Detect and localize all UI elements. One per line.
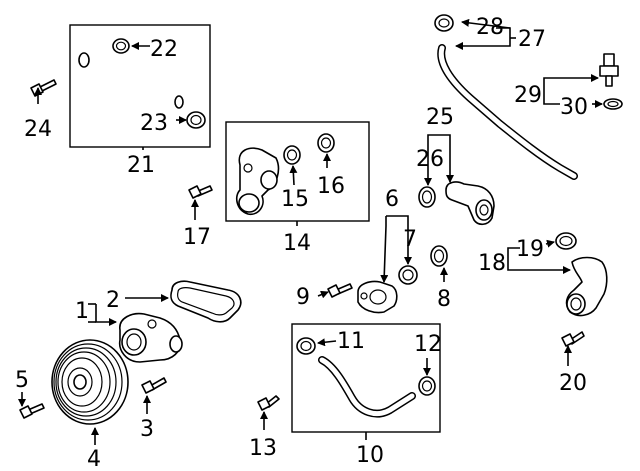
o-ring-icon — [434, 14, 454, 32]
bolt-icon — [30, 79, 57, 97]
bolt-icon — [19, 403, 45, 419]
o-ring-icon — [555, 232, 577, 250]
callout-13: 13 — [249, 436, 277, 461]
o-ring-icon — [430, 245, 448, 267]
hose-icon — [437, 44, 578, 180]
bolt-icon — [327, 283, 353, 298]
callout-6: 6 — [385, 187, 399, 212]
callout-12: 12 — [414, 332, 442, 357]
o-ring-icon — [418, 186, 436, 208]
bolt-icon — [188, 185, 213, 199]
outlet-icon — [235, 147, 280, 216]
callout-19: 19 — [516, 237, 544, 262]
gasket-icon — [170, 280, 242, 323]
callout-23: 23 — [140, 111, 168, 136]
bolt-icon — [141, 377, 167, 394]
callout-8: 8 — [437, 287, 451, 312]
o-ring-icon — [186, 111, 206, 129]
group-box-21 — [69, 24, 211, 148]
outlet-icon — [565, 256, 608, 317]
callout-labels: 24 22 23 21 17 15 16 14 1 2 5 3 4 13 9 6… — [15, 15, 588, 471]
bolt-icon — [561, 331, 585, 347]
callout-2: 2 — [106, 288, 120, 313]
callout-18: 18 — [478, 251, 506, 276]
coolant-tube-icon — [318, 356, 416, 418]
callout-11: 11 — [337, 329, 365, 354]
callout-15: 15 — [281, 187, 309, 212]
callout-21: 21 — [127, 153, 155, 178]
o-ring-icon — [296, 337, 316, 355]
water-pump-icon — [118, 312, 183, 363]
o-ring-icon — [317, 133, 335, 153]
callout-14: 14 — [283, 231, 311, 256]
callout-28: 28 — [476, 15, 504, 40]
callout-7: 7 — [403, 227, 417, 252]
callout-24: 24 — [24, 117, 52, 142]
callout-30: 30 — [560, 95, 588, 120]
sensor-icon — [599, 53, 619, 87]
o-ring-icon — [112, 38, 130, 54]
callout-16: 16 — [317, 174, 345, 199]
outlet-icon — [445, 181, 495, 226]
callout-3: 3 — [140, 417, 154, 442]
o-ring-icon — [398, 265, 418, 285]
callout-17: 17 — [183, 225, 211, 250]
callout-29: 29 — [514, 83, 542, 108]
o-ring-icon — [283, 145, 301, 165]
callout-27: 27 — [518, 27, 546, 52]
callout-26: 26 — [416, 147, 444, 172]
leader-lines — [18, 18, 603, 445]
callout-25: 25 — [426, 105, 454, 130]
callout-10: 10 — [356, 443, 384, 468]
pulley-icon — [51, 339, 129, 425]
bolt-icon — [257, 395, 280, 411]
callout-20: 20 — [559, 371, 587, 396]
callout-9: 9 — [296, 285, 310, 310]
thermostat-housing-icon — [357, 280, 398, 314]
coolant-tube-icon — [78, 51, 184, 109]
o-ring-icon — [418, 376, 436, 396]
callout-22: 22 — [150, 37, 178, 62]
callout-1: 1 — [75, 299, 89, 324]
callout-5: 5 — [15, 368, 29, 393]
o-ring-icon — [603, 98, 623, 110]
callout-4: 4 — [87, 447, 101, 471]
